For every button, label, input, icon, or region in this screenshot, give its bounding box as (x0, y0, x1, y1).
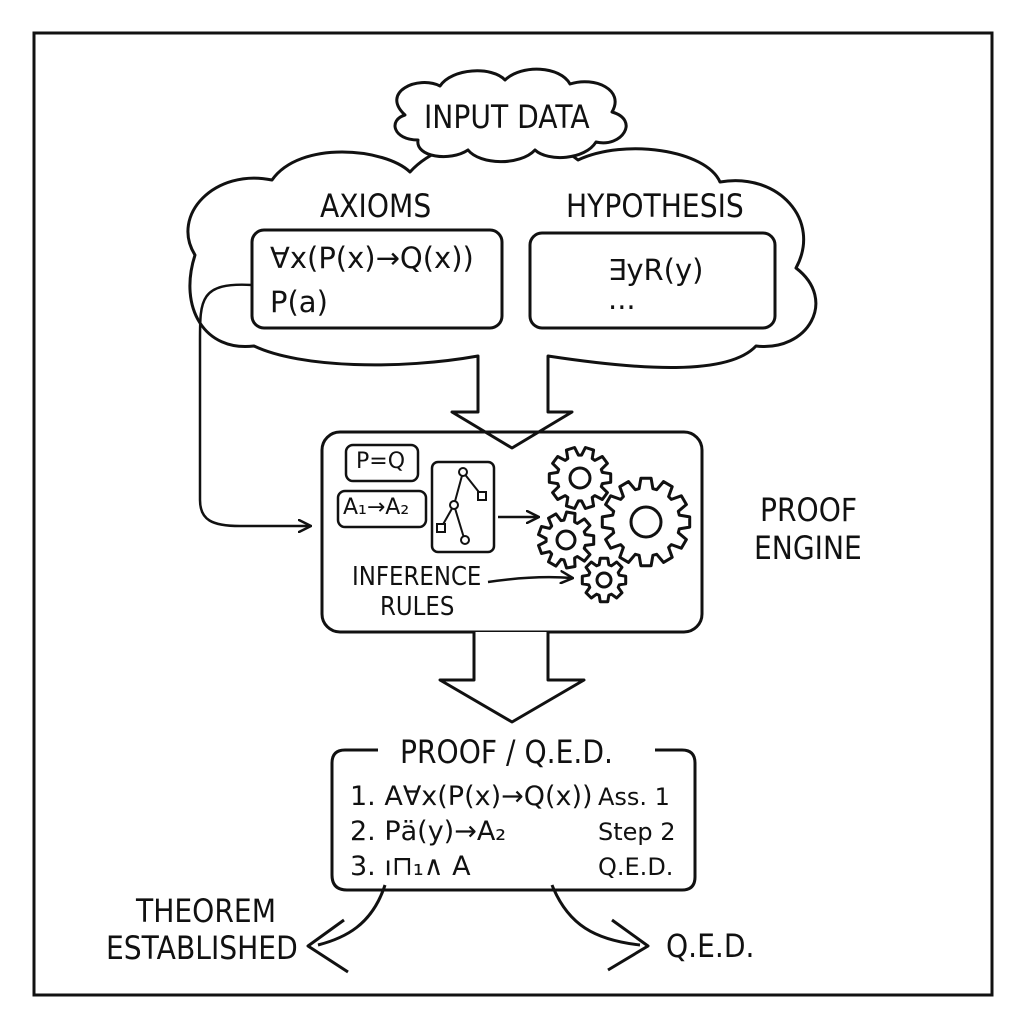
gear-small-icon-hole (595, 571, 613, 589)
input-data-cloud (393, 67, 628, 164)
inference-label-line-1: INFERENCE (352, 562, 482, 592)
axiom-line-2: P(a) (270, 285, 328, 319)
gear-mid-icon-hole (555, 529, 577, 551)
qed-curve (550, 884, 641, 947)
proof-engine-label-line-2: ENGINE (754, 529, 862, 567)
outer-frame (32, 31, 994, 997)
proof-engine-label-line-1: PROOF (760, 491, 858, 529)
theorem-arrowhead (306, 918, 349, 974)
proof-step-1-citation: Ass. 1 (598, 783, 670, 811)
inference-label-line-2: RULES (380, 592, 455, 622)
axioms-title: AXIOMS (320, 187, 432, 225)
rule-label-p-equals-q: P=Q (356, 449, 406, 474)
hypothesis-box (528, 231, 777, 330)
proof-step-2-citation: Step 2 (598, 818, 676, 846)
rule-box-implication (336, 489, 428, 529)
proof-step-1: 1. A∀x(P(x)→Q(x)) (350, 781, 593, 812)
rule-box-p-equals-q (344, 443, 420, 483)
theorem-established-line-2: ESTABLISHED (106, 929, 298, 967)
input-data-title: INPUT DATA (424, 98, 590, 136)
theorem-established-line-1: THEOREM (136, 892, 276, 930)
rules-to-gears-arrow (487, 577, 572, 582)
proof-step-2: 2. Pӓ(y)→A₂ (350, 816, 507, 847)
proof-step-3-citation: Q.E.D. (598, 853, 674, 881)
gear-top-icon-hole (568, 466, 592, 490)
hypothesis-line-2: ... (608, 282, 636, 316)
hypothesis-title: HYPOTHESIS (566, 187, 744, 225)
qed-arrowhead (607, 918, 650, 972)
input-cloud (186, 136, 818, 450)
theorem-curve (317, 884, 387, 947)
proof-tree-icon (430, 460, 496, 554)
proof-box (330, 748, 697, 892)
hypothesis-line-1: ∃yR(y) (608, 253, 704, 287)
axioms-box (250, 228, 504, 330)
gear-large-icon-hole (629, 505, 663, 539)
axiom-line-1: ∀x(P(x)→Q(x)) (270, 241, 474, 275)
gears-icon (537, 446, 692, 604)
rule-label-implication: A₁→A₂ (343, 495, 410, 520)
engine-to-proof-arrow (438, 632, 586, 724)
proof-step-3: 3. ı⊓₁∧ A (350, 851, 471, 882)
axioms-to-engine-arrow (198, 283, 310, 526)
proof-title: PROOF / Q.E.D. (400, 733, 613, 771)
qed-outcome-label: Q.E.D. (666, 927, 755, 965)
